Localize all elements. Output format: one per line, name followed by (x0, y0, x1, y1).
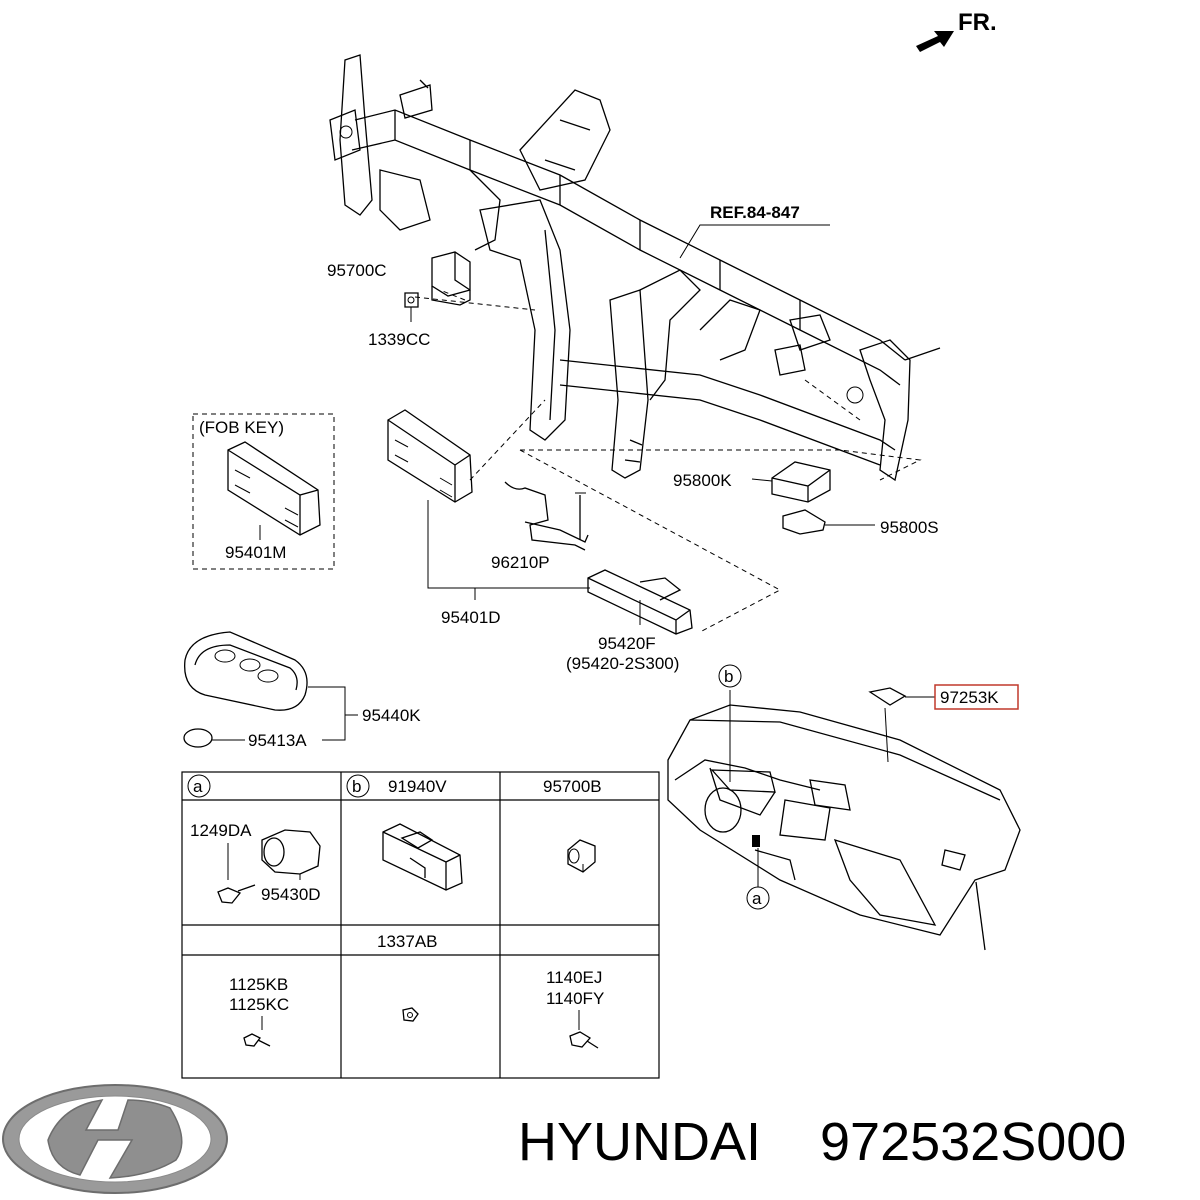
table-part-95430d: 95430D (261, 885, 321, 904)
label-95401d: 95401D (441, 608, 501, 627)
label-97253k: 97253K (940, 688, 999, 707)
label-95401m: 95401M (225, 543, 286, 562)
fastener-table: a b 91940V 95700B 1249DA 95430D 1337AB (181, 771, 660, 1079)
fob-key-group: (FOB KEY) 95401M (192, 413, 335, 570)
front-arrow-icon (916, 31, 954, 52)
table-part-1125kb: 1125KB (229, 975, 288, 994)
part-95700b[interactable] (567, 839, 596, 873)
table-part-1125kc: 1125KC (229, 995, 289, 1014)
part-95401d[interactable]: 95401D (387, 409, 590, 627)
part-91940v[interactable] (382, 823, 463, 891)
part-1339cc[interactable]: 1339CC (368, 292, 430, 349)
part-95800s[interactable]: 95800S (782, 509, 939, 537)
table-part-95700b: 95700B (543, 777, 602, 796)
part-95440k[interactable]: 95440K (184, 631, 422, 741)
assembly-leader-lines (414, 224, 922, 633)
part-95700c[interactable]: 95700C (327, 251, 471, 306)
hyundai-logo (2, 1084, 228, 1194)
table-header-a: a (193, 777, 203, 796)
svg-text:a: a (752, 889, 762, 908)
cowl-cross-bar-drawing (329, 54, 941, 482)
part-1337ab[interactable] (402, 1007, 419, 1022)
part-95800k[interactable]: 95800K (673, 461, 831, 503)
label-95413a: 95413A (248, 731, 307, 750)
front-direction-indicator: FR. (916, 9, 997, 52)
part-96210p[interactable]: 96210P (491, 481, 589, 572)
label-95440k: 95440K (362, 706, 421, 725)
part-95413a[interactable]: 95413A (183, 728, 307, 750)
label-96210p: 96210P (491, 553, 550, 572)
brand-name: HYUNDAI (518, 1112, 761, 1172)
part-95420f[interactable]: 95420F (95420-2S300) (566, 569, 693, 673)
crash-pad-drawing (667, 690, 1021, 951)
front-label: FR. (958, 9, 997, 36)
part-95401m[interactable]: 95401M (225, 441, 321, 562)
highlight-box (934, 684, 1019, 710)
label-95700c: 95700C (327, 261, 387, 280)
label-95800s: 95800S (880, 518, 939, 537)
label-95420f: 95420F (598, 634, 656, 653)
part-number: 972532S000 (820, 1112, 1126, 1172)
part-97253k[interactable]: 97253K (868, 684, 1019, 710)
callout-b-dashboard: b (718, 664, 742, 688)
table-header-b: b (352, 777, 361, 796)
table-part-1140ej: 1140EJ (546, 968, 602, 987)
fob-key-label: (FOB KEY) (199, 418, 284, 437)
table-part-1140fy: 1140FY (546, 989, 604, 1008)
callout-a-dashboard: a (746, 848, 770, 910)
svg-text:b: b (724, 667, 733, 686)
label-95800k: 95800K (673, 471, 732, 490)
table-part-1337ab: 1337AB (377, 932, 438, 951)
label-1339cc: 1339CC (368, 330, 430, 349)
label-95420-alt: (95420-2S300) (566, 654, 679, 673)
reference-label: REF.84-847 (710, 203, 800, 222)
table-part-91940v: 91940V (388, 777, 447, 796)
table-part-1249da: 1249DA (190, 821, 252, 840)
